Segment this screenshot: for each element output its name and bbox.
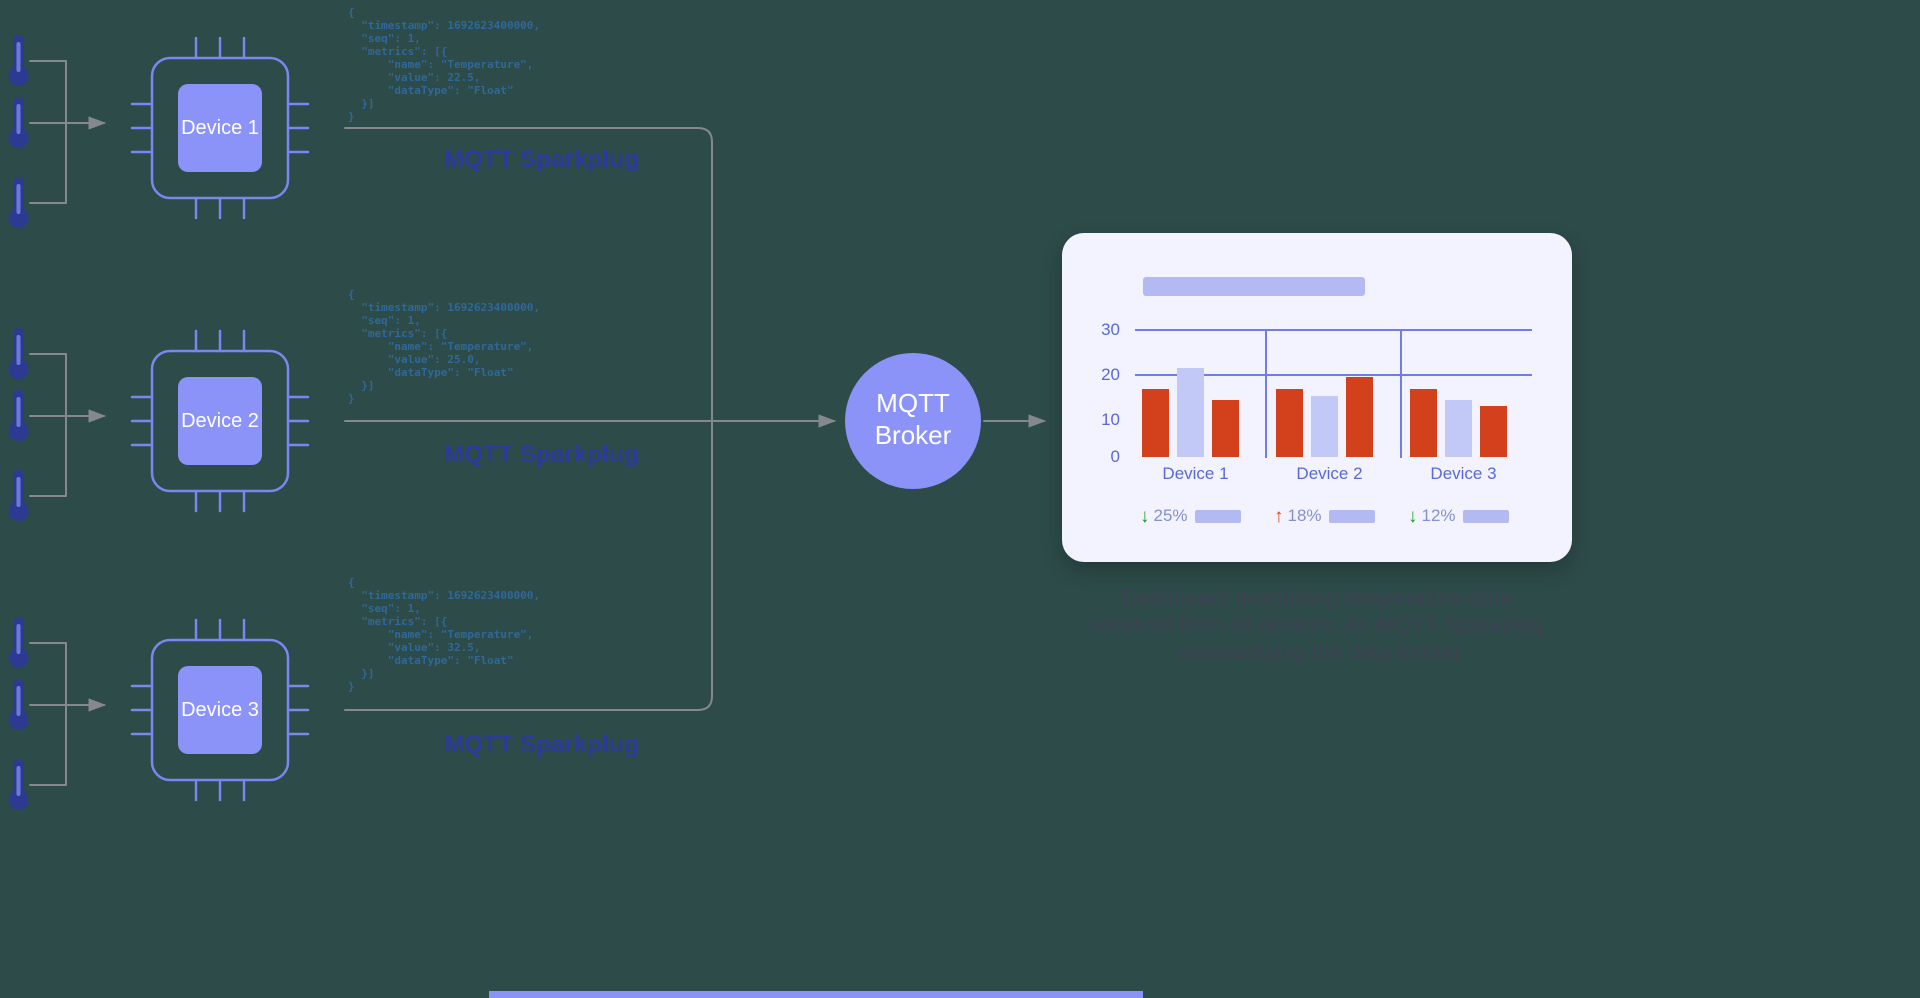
trend-stat-device-1: ↓ 25% — [1140, 506, 1241, 526]
chip-core — [178, 666, 262, 754]
trend-stat-device-3: ↓ 12% — [1408, 506, 1509, 526]
trend-value: 25% — [1153, 506, 1188, 525]
thermometer-icon — [8, 759, 29, 810]
y-axis-tick: 0 — [1110, 447, 1120, 466]
device-2-payload: { "timestamp": 1692623400000, "seq": 1, … — [348, 288, 541, 405]
bottom-accent-bar — [489, 991, 1143, 998]
category-label-device-2: Device 2 — [1296, 464, 1363, 483]
chip-core — [178, 377, 262, 465]
bar-device-3-1 — [1410, 389, 1437, 457]
thermometer-icon — [8, 470, 29, 521]
bus-device-3 — [344, 420, 713, 711]
mqtt-broker-node — [845, 353, 981, 489]
thermometer-icon — [8, 328, 29, 379]
category-label-device-1: Device 1 — [1162, 464, 1229, 483]
category-label-device-3: Device 3 — [1430, 464, 1497, 483]
chart-plot — [1135, 330, 1532, 457]
bar-device-2-1 — [1276, 389, 1303, 457]
bus-device-1 — [344, 127, 713, 422]
bar-device-3-3 — [1480, 406, 1507, 457]
trend-value: 18% — [1287, 506, 1322, 525]
thermometer-icon — [8, 617, 29, 668]
device-3-cluster — [8, 617, 310, 810]
trend-arrow-icon: ↑ — [1274, 505, 1284, 527]
device-1-payload: { "timestamp": 1692623400000, "seq": 1, … — [348, 6, 541, 123]
thermometer-icon — [8, 177, 29, 228]
y-axis-tick: 10 — [1101, 410, 1120, 429]
bar-device-1-3 — [1212, 400, 1239, 457]
device-1-label: Device 1 — [181, 116, 259, 139]
thermometer-icon — [8, 35, 29, 86]
y-axis-tick: 30 — [1101, 320, 1120, 339]
bar-device-3-2 — [1445, 400, 1472, 457]
gridline-vertical-2 — [1400, 330, 1402, 458]
protocol-label-2: MQTT Sparkplug — [444, 441, 639, 468]
bar-device-2-3 — [1346, 377, 1373, 457]
dashboard-title-placeholder — [1143, 277, 1365, 296]
sensor-wires — [29, 642, 67, 786]
y-axis-tick: 20 — [1101, 365, 1120, 384]
thermometer-icon — [8, 97, 29, 148]
protocol-label-1: MQTT Sparkplug — [444, 146, 639, 173]
chip-core — [178, 84, 262, 172]
device-1-cluster — [8, 35, 310, 228]
trend-stat-device-2: ↑ 18% — [1274, 506, 1375, 526]
device-2-cluster — [8, 328, 310, 521]
gridline-vertical-1 — [1265, 330, 1267, 458]
chip-pins — [130, 329, 310, 513]
bar-device-2-2 — [1311, 396, 1338, 457]
chip-pins — [130, 36, 310, 220]
dashboard-caption: Dashboard monitoring temperature data re… — [1091, 585, 1543, 664]
gridline-20 — [1135, 374, 1532, 376]
device-3-payload: { "timestamp": 1692623400000, "seq": 1, … — [348, 576, 541, 693]
bar-device-1-2 — [1177, 368, 1204, 457]
trend-arrow-icon: ↓ — [1140, 505, 1150, 527]
trend-bar-placeholder — [1462, 509, 1509, 523]
dashboard-card: 30 20 10 0 Device 1 Device 2 Device 3 ↓ … — [1062, 233, 1572, 562]
trend-arrow-icon: ↓ — [1408, 505, 1418, 527]
chip-pins — [130, 618, 310, 802]
thermometer-icon — [8, 390, 29, 441]
device-2-label: Device 2 — [181, 409, 259, 432]
protocol-label-3: MQTT Sparkplug — [444, 731, 639, 758]
sensor-wires — [29, 60, 67, 204]
mqtt-broker-label: MQTT Broker — [874, 388, 952, 450]
trend-bar-placeholder — [1194, 509, 1241, 523]
thermometer-icon — [8, 679, 29, 730]
sensor-wires — [29, 353, 67, 497]
trend-bar-placeholder — [1328, 509, 1375, 523]
bar-device-1-1 — [1142, 389, 1169, 457]
trend-value: 12% — [1421, 506, 1456, 525]
gridline-30 — [1135, 329, 1532, 331]
device-3-label: Device 3 — [181, 698, 259, 721]
